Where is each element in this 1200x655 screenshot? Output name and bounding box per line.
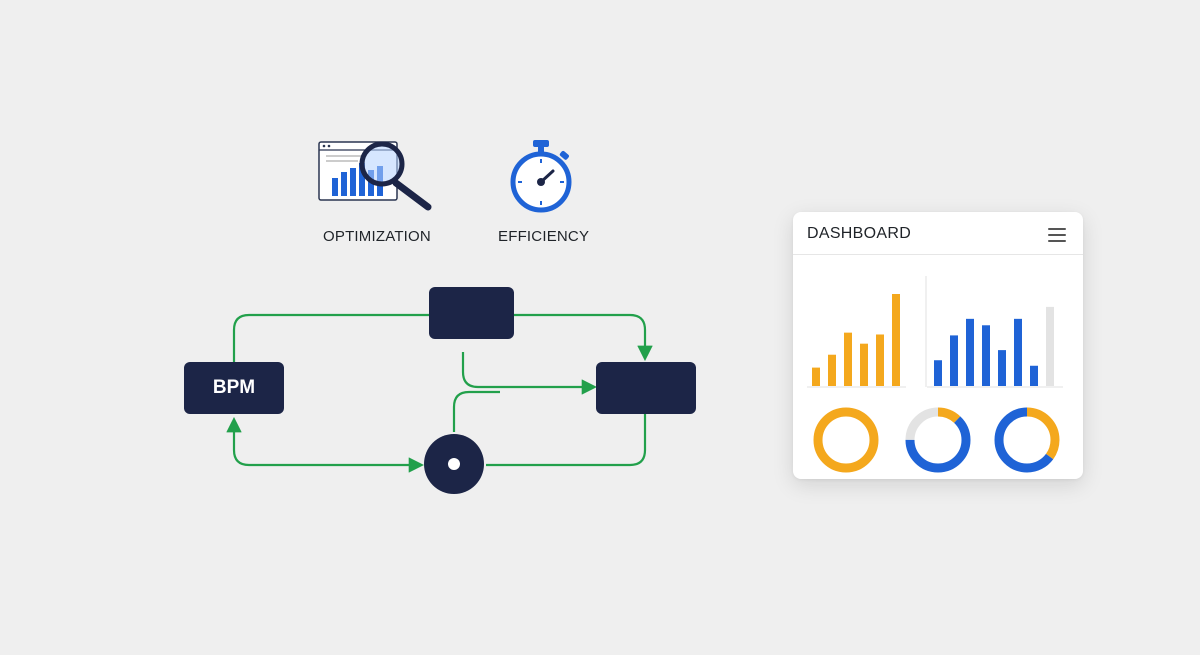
feature-label-optimization: OPTIMIZATION <box>323 228 431 245</box>
gateway-node-dot <box>448 458 460 470</box>
bpm-node-label: BPM <box>212 377 256 398</box>
bar-chart-2-bar-2 <box>950 335 958 386</box>
bar-chart-1-bar-5 <box>876 334 884 386</box>
donut-2-segment-2 <box>905 407 971 473</box>
connector-bpm-to-hub <box>226 416 425 473</box>
donut-2-segment-3 <box>905 407 971 473</box>
bar-chart-2-bar-5 <box>998 350 1006 386</box>
bar-chart-2-bar-4 <box>982 325 990 386</box>
hamburger-menu-icon[interactable] <box>1048 226 1068 242</box>
dashboard-card: DASHBOARD <box>793 212 1083 479</box>
connector-branch-up-to-right <box>452 390 500 432</box>
stopwatch-icon <box>510 140 572 213</box>
dashboard-header: DASHBOARD <box>793 212 1083 255</box>
dashboard-charts <box>807 276 1063 473</box>
process-node-right[interactable] <box>596 362 696 414</box>
bar-chart-2-bar-1 <box>934 360 942 386</box>
bar-chart-1-bar-4 <box>860 343 868 386</box>
connector-top-down-to-right <box>461 352 598 395</box>
donut-3-segment-2 <box>994 407 1060 473</box>
bar-chart-2-bar-8 <box>1046 306 1054 386</box>
bar-chart-2-bar-3 <box>966 318 974 386</box>
bpm-node[interactable]: BPM <box>184 362 284 414</box>
feature-label-efficiency: EFFICIENCY <box>498 228 590 245</box>
connector-bpm-to-top <box>232 313 430 362</box>
bar-chart-1-bar-2 <box>828 354 836 386</box>
connector-top-to-right <box>513 313 653 362</box>
bar-chart-2-bar-6 <box>1014 318 1022 386</box>
connector-hub-to-right <box>486 414 647 467</box>
process-node-top[interactable] <box>429 287 514 339</box>
bar-chart-2-bar-7 <box>1030 365 1038 386</box>
gateway-node[interactable] <box>424 434 484 494</box>
magnifier-on-bar-chart-icon <box>318 141 432 211</box>
bar-chart-1-bar-1 <box>812 367 820 386</box>
donut-1-segment-1 <box>813 407 879 473</box>
dashboard-title: DASHBOARD <box>807 225 912 242</box>
bar-chart-1-bar-3 <box>844 332 852 386</box>
bar-chart-1-bar-6 <box>892 294 900 386</box>
